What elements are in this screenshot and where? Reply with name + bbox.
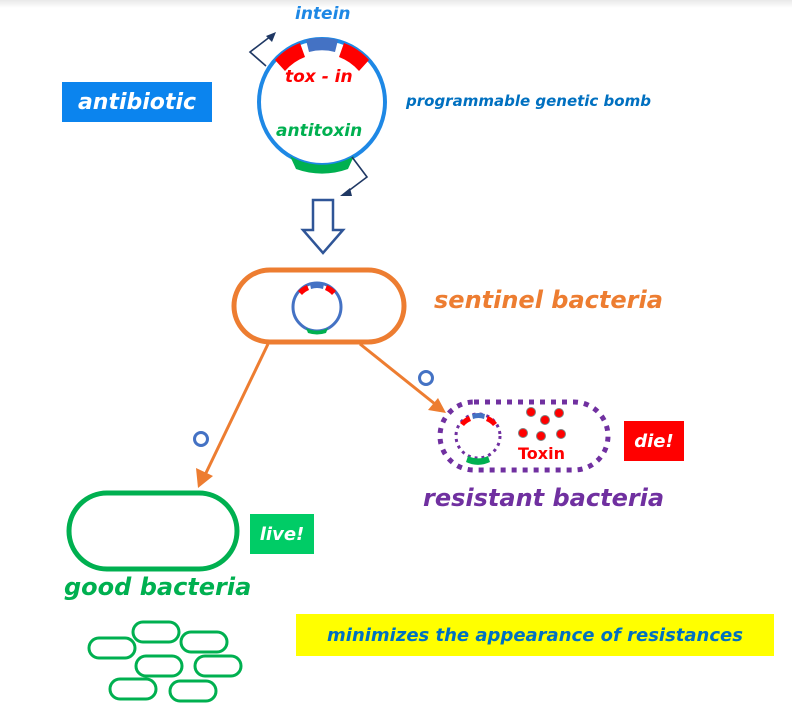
summary-text: minimizes the appearance of resistances — [327, 624, 743, 646]
resistant-cell-wall — [437, 399, 611, 473]
toxin-molecule — [554, 408, 564, 418]
resistant-plasmid-ring — [454, 412, 502, 460]
resistant-toxin-left — [460, 416, 471, 426]
free-plasmid-icon — [193, 431, 209, 447]
summary-banner: minimizes the appearance of resistances — [296, 614, 774, 656]
resistant-antitoxin — [466, 456, 490, 465]
antitoxin-label: antitoxin — [276, 121, 363, 141]
resistant-bacterium — [437, 399, 611, 473]
intein-segment — [306, 37, 338, 52]
sentinel-toxin-left — [298, 285, 309, 295]
plasmid-large — [248, 32, 387, 196]
sentinel-bacterium — [231, 267, 407, 345]
toxin-molecule — [536, 431, 546, 441]
promoter-arrow-bottom — [346, 156, 369, 193]
intein-label: intein — [295, 4, 351, 24]
toxin-text: Toxin — [518, 444, 565, 463]
toxin-label: tox - in — [285, 67, 353, 87]
sentinel-cell-wall — [231, 267, 407, 345]
sentinel-label: sentinel bacteria — [434, 286, 663, 314]
colony-cell — [134, 654, 184, 678]
good-label: good bacteria — [64, 573, 252, 601]
colony-cell — [87, 636, 137, 660]
colony-cell — [108, 677, 158, 701]
arrow-to-resistant — [359, 342, 446, 413]
toxin-molecule — [556, 429, 566, 439]
promoter-arrowhead-top — [266, 32, 276, 42]
sentinel-intein — [310, 282, 324, 289]
resistant-label: resistant bacteria — [423, 484, 665, 512]
antibiotic-badge: antibiotic — [62, 82, 212, 122]
toxin-molecules — [518, 407, 566, 441]
promoter-arrow-top — [248, 35, 272, 67]
toxin-segment-right — [339, 43, 369, 71]
toxin-molecule — [540, 415, 550, 425]
colony-cell — [193, 654, 243, 678]
sentinel-antitoxin — [306, 328, 328, 335]
resistant-intein — [472, 413, 485, 419]
toxin-segment-left — [275, 43, 305, 71]
plasmid-description: programmable genetic bomb — [406, 92, 651, 110]
arrow-to-good — [196, 343, 270, 488]
colony-cell — [179, 630, 229, 654]
sentinel-toxin-right — [325, 285, 336, 295]
promoter-arrowhead-bottom — [340, 188, 352, 196]
resistant-toxin-right — [486, 416, 497, 426]
antitoxin-segment — [290, 156, 354, 174]
free-plasmid-icon — [418, 370, 434, 386]
down-arrow-icon — [300, 198, 346, 255]
good-bacteria-colony — [87, 620, 243, 703]
top-edge-shadow — [0, 0, 792, 8]
die-badge: die! — [624, 421, 684, 461]
toxin-molecule — [518, 428, 528, 438]
colony-cell — [131, 620, 181, 644]
live-badge: live! — [250, 514, 314, 554]
toxin-molecule — [526, 407, 536, 417]
colony-cell — [168, 679, 218, 703]
good-bacterium — [66, 490, 240, 572]
